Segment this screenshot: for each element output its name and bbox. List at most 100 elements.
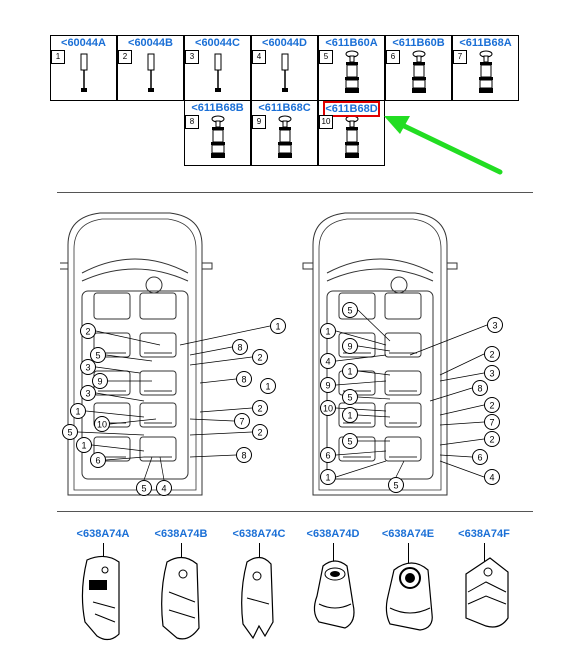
part-link-selected[interactable]: <611B68D bbox=[323, 101, 380, 117]
callout-number: 1 bbox=[342, 363, 358, 379]
callout-number: 10 bbox=[320, 400, 336, 416]
part-link[interactable]: <611B68A bbox=[459, 37, 512, 49]
callout-number: 1 bbox=[70, 403, 86, 419]
svg-text:2: 2 bbox=[489, 350, 494, 360]
svg-text:1: 1 bbox=[75, 407, 80, 417]
bracket-part-link[interactable]: <638A74F bbox=[458, 528, 510, 540]
svg-text:5: 5 bbox=[347, 437, 352, 447]
bracket-part-link[interactable]: <638A74E bbox=[381, 528, 435, 540]
pin-tool-icon bbox=[80, 53, 88, 92]
pin-tool-icon bbox=[281, 53, 289, 92]
part-number-label: 1 bbox=[51, 50, 65, 64]
plunger-tool-icon bbox=[412, 50, 426, 93]
svg-text:2: 2 bbox=[85, 327, 90, 337]
svg-text:1: 1 bbox=[325, 327, 330, 337]
bracket-part-link[interactable]: <638A74D bbox=[306, 528, 360, 540]
callout-number: 6 bbox=[320, 447, 336, 463]
part-link[interactable]: <60044C bbox=[195, 37, 240, 49]
callout-number: 5 bbox=[136, 480, 152, 496]
callout-number: 5 bbox=[388, 477, 404, 493]
part-link[interactable]: <611B68C bbox=[258, 102, 311, 114]
divider-bottom bbox=[57, 511, 533, 512]
part-number-label: 8 bbox=[185, 115, 199, 129]
svg-text:6: 6 bbox=[325, 451, 330, 461]
callout-number: 10 bbox=[94, 416, 110, 432]
svg-text:10: 10 bbox=[97, 420, 107, 430]
callout-number: 2 bbox=[484, 397, 500, 413]
svg-text:2: 2 bbox=[257, 428, 262, 438]
callout-number: 9 bbox=[92, 373, 108, 389]
callout-number: 8 bbox=[472, 380, 488, 396]
plunger-tool-icon bbox=[345, 50, 359, 93]
svg-text:1: 1 bbox=[265, 382, 270, 392]
svg-text:8: 8 bbox=[241, 451, 246, 461]
bracket-part-link[interactable]: <638A74A bbox=[76, 528, 130, 540]
svg-text:3: 3 bbox=[85, 389, 90, 399]
callout-number: 3 bbox=[80, 385, 96, 401]
callout-number: 4 bbox=[320, 353, 336, 369]
bracket-part-link[interactable]: <638A74B bbox=[154, 528, 208, 540]
callout-number: 2 bbox=[252, 349, 268, 365]
divider-top bbox=[57, 192, 533, 193]
callout-number: 1 bbox=[320, 323, 336, 339]
part-link[interactable]: <60044A bbox=[61, 37, 106, 49]
pointer-arrow bbox=[384, 116, 503, 175]
callout-number: 1 bbox=[342, 407, 358, 423]
svg-text:5: 5 bbox=[95, 351, 100, 361]
svg-text:1: 1 bbox=[81, 441, 86, 451]
bracket-icon bbox=[81, 555, 120, 641]
callout-number: 5 bbox=[62, 424, 78, 440]
callout-number: 9 bbox=[320, 377, 336, 393]
svg-text:10: 10 bbox=[323, 404, 333, 414]
part-link[interactable]: <611B68B bbox=[191, 102, 244, 114]
svg-text:7: 7 bbox=[489, 418, 494, 428]
part-link[interactable]: <60044D bbox=[262, 37, 307, 49]
callout-number: 8 bbox=[236, 371, 252, 387]
callout-number: 2 bbox=[484, 431, 500, 447]
callout-number: 3 bbox=[484, 365, 500, 381]
callout-number: 1 bbox=[320, 469, 336, 485]
callout-number: 1 bbox=[260, 378, 276, 394]
svg-text:2: 2 bbox=[257, 404, 262, 414]
svg-text:6: 6 bbox=[477, 453, 482, 463]
callout-number: 2 bbox=[484, 346, 500, 362]
svg-text:8: 8 bbox=[237, 343, 242, 353]
plunger-tool-icon bbox=[211, 115, 225, 158]
callout-number: 9 bbox=[342, 338, 358, 354]
bracket-part-link[interactable]: <638A74C bbox=[232, 528, 286, 540]
callout-number: 8 bbox=[236, 447, 252, 463]
leader-line bbox=[333, 543, 334, 563]
plunger-tool-icon bbox=[278, 115, 292, 158]
part-link[interactable]: <60044B bbox=[128, 37, 173, 49]
leader-line bbox=[181, 543, 182, 563]
svg-text:9: 9 bbox=[97, 377, 102, 387]
svg-text:3: 3 bbox=[85, 363, 90, 373]
part-link[interactable]: <611B60A bbox=[325, 37, 378, 49]
callout-number: 5 bbox=[342, 302, 358, 318]
callout-number: 7 bbox=[484, 414, 500, 430]
svg-text:9: 9 bbox=[347, 342, 352, 352]
part-link[interactable]: <611B60B bbox=[392, 37, 445, 49]
callout-number: 2 bbox=[252, 400, 268, 416]
svg-text:1: 1 bbox=[275, 322, 280, 332]
callout-number: 4 bbox=[156, 480, 172, 496]
bracket-icon bbox=[241, 556, 274, 640]
part-number-label: 4 bbox=[252, 50, 266, 64]
callout-number: 2 bbox=[252, 424, 268, 440]
part-number-label: 2 bbox=[118, 50, 132, 64]
svg-text:2: 2 bbox=[489, 435, 494, 445]
part-number-label: 6 bbox=[386, 50, 400, 64]
